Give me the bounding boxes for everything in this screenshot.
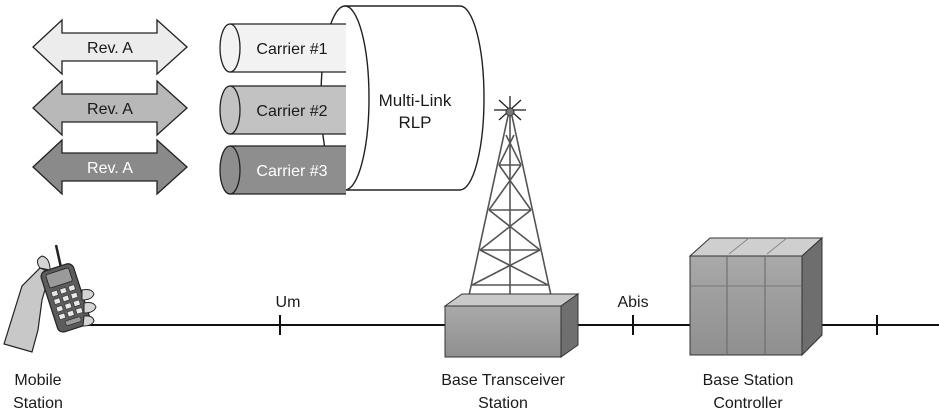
tower-icon xyxy=(467,96,553,301)
rlp-label-line1: Multi-Link xyxy=(379,91,452,110)
carrier-1-body xyxy=(230,24,346,72)
rev-a-arrow-2: Rev. A xyxy=(32,79,188,137)
carrier-2: Carrier #2 xyxy=(219,85,346,135)
mobile-phone-icon xyxy=(3,244,97,353)
carrier-1-label: Carrier #1 xyxy=(256,41,327,58)
carrier-2-body xyxy=(230,86,346,134)
mobile-station-label-line2: Station xyxy=(13,395,63,412)
carrier-3: Carrier #3 xyxy=(219,145,346,195)
carrier-3-label: Carrier #3 xyxy=(256,163,327,180)
bsc-cabinet xyxy=(688,236,824,357)
rev-a-label-1: Rev. A xyxy=(87,40,133,57)
mobile-station-label-line1: Mobile xyxy=(14,372,61,389)
rlp-label-line2: RLP xyxy=(398,113,431,132)
bts-label-line1: Base Transceiver xyxy=(441,372,565,389)
carrier-3-body xyxy=(230,146,346,194)
bts-cabinet xyxy=(443,293,580,358)
rev-a-arrow-1: Rev. A xyxy=(32,18,188,76)
bts-label-line2: Station xyxy=(478,395,528,412)
rev-a-label-2: Rev. A xyxy=(87,101,133,118)
carrier-1: Carrier #1 xyxy=(219,23,346,73)
rev-a-arrow-3: Rev. A xyxy=(32,138,188,196)
bsc-label-line2: Controller xyxy=(713,395,783,412)
carrier-2-label: Carrier #2 xyxy=(256,103,327,120)
rev-a-label-3: Rev. A xyxy=(87,160,133,177)
bsc-label-line1: Base Station xyxy=(703,372,794,389)
um-label: Um xyxy=(276,294,301,311)
abis-label: Abis xyxy=(617,294,648,311)
